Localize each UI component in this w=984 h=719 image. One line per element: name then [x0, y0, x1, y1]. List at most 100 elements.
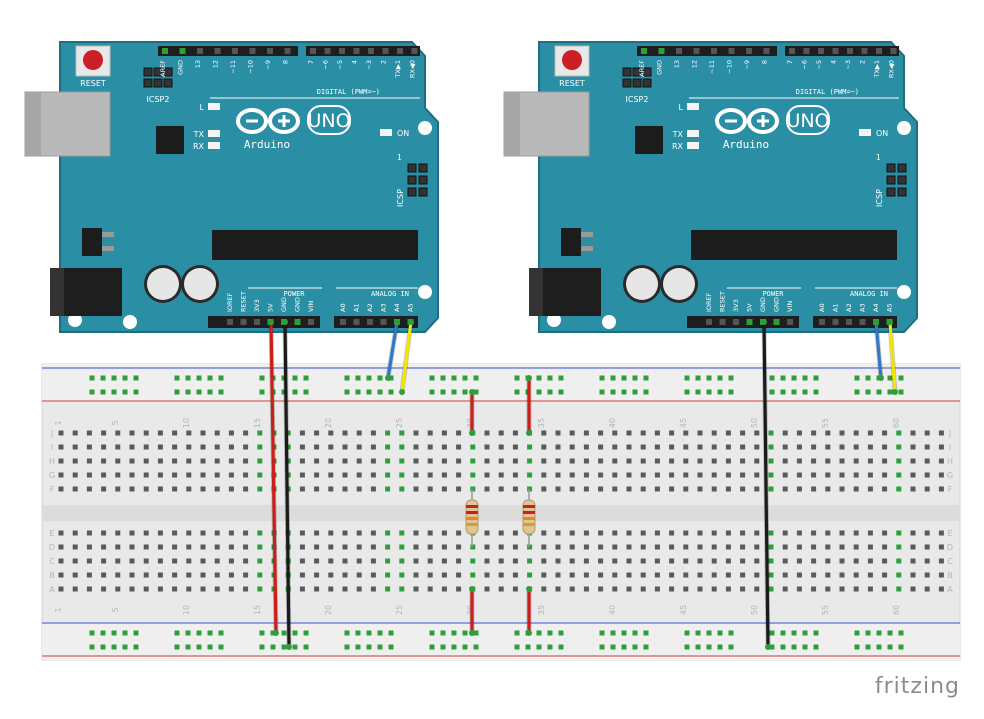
rail-hole [854, 630, 860, 636]
icsp2-pin [622, 78, 632, 88]
wire-a5-yellow-right [888, 320, 897, 394]
analog-pin-label: A4 [872, 303, 880, 312]
breadboard-hole [257, 558, 263, 564]
breadboard-hole [711, 444, 717, 450]
breadboard-hole [370, 430, 376, 436]
breadboard-hole [768, 472, 774, 478]
breadboard-hole [796, 572, 802, 578]
breadboard-hole [754, 572, 760, 578]
rail-hole [355, 644, 361, 650]
breadboard-hole [314, 486, 320, 492]
rail-hole [769, 389, 775, 395]
breadboard-hole [811, 486, 817, 492]
icsp-pin [407, 175, 417, 185]
rail-hole [185, 644, 191, 650]
breadboard-hole [853, 430, 859, 436]
breadboard-hole [598, 544, 604, 550]
digital-pin-label: ~3 [365, 60, 373, 70]
breadboard-hole [399, 544, 405, 550]
breadboard-hole [441, 558, 447, 564]
reset-button [562, 50, 582, 70]
mounting-hole [897, 121, 911, 135]
breadboard-hole [654, 458, 660, 464]
breadboard-hole [555, 530, 561, 536]
breadboard-hole [754, 558, 760, 564]
breadboard-hole [356, 530, 362, 536]
breadboard-hole [172, 530, 178, 536]
rail-hole [133, 375, 139, 381]
breadboard-hole [58, 430, 64, 436]
rail-hole [769, 375, 775, 381]
power-pin-label: GND [773, 297, 781, 312]
digital-pin-label: 4 [351, 60, 359, 64]
breadboard-hole [86, 586, 92, 592]
breadboard-hole [626, 530, 632, 536]
breadboard-hole [541, 430, 547, 436]
breadboard-hole [938, 586, 944, 592]
power-header [208, 316, 320, 328]
rail-hole [388, 644, 394, 650]
breadboard-hole [811, 444, 817, 450]
breadboard-hole [527, 458, 533, 464]
breadboard-hole [725, 430, 731, 436]
pullup-wire-1-top-end [469, 389, 475, 395]
breadboard-hole [456, 444, 462, 450]
rail-hole [111, 644, 117, 650]
breadboard-hole [811, 558, 817, 564]
breadboard-hole [839, 486, 845, 492]
rail-hole [514, 630, 520, 636]
breadboard-hole [669, 558, 675, 564]
breadboard-hole [654, 558, 660, 564]
breadboard-hole [101, 430, 107, 436]
digital-pin-label: ~3 [844, 60, 852, 70]
breadboard-hole [228, 530, 234, 536]
rail-hole [802, 644, 808, 650]
breadboard-hole [314, 586, 320, 592]
rail-hole [610, 375, 616, 381]
digital-header-1 [158, 46, 298, 56]
analog-pin-label: A1 [353, 303, 361, 312]
pullup-wire-2-bottom-end [526, 630, 532, 636]
breadboard-hole [484, 586, 490, 592]
breadboard-hole [484, 472, 490, 478]
breadboard-hole [796, 544, 802, 550]
rail-hole [791, 644, 797, 650]
breadboard-hole [853, 544, 859, 550]
breadboard-hole [839, 544, 845, 550]
icsp-pin [886, 163, 896, 173]
breadboard-hole [257, 472, 263, 478]
rail-hole [122, 389, 128, 395]
breadboard-hole [129, 430, 135, 436]
breadboard-hole [825, 458, 831, 464]
rail-hole [547, 389, 553, 395]
rail-hole [854, 644, 860, 650]
breadboard-hole [654, 530, 660, 536]
breadboard-hole [299, 572, 305, 578]
breadboard-hole [853, 458, 859, 464]
breadboard-hole [172, 444, 178, 450]
breadboard-hole [924, 458, 930, 464]
rail-hole [706, 389, 712, 395]
fritzing-logo-text: fritzing [874, 674, 960, 699]
rail-hole [440, 389, 446, 395]
breadboard-hole [399, 472, 405, 478]
breadboard-hole [370, 486, 376, 492]
breadboard-hole [569, 558, 575, 564]
breadboard-hole [129, 458, 135, 464]
column-number: 45 [679, 605, 688, 615]
breadboard-hole [725, 558, 731, 564]
breadboard-hole [101, 544, 107, 550]
analog-pin-label: A0 [818, 303, 826, 312]
breadboard-hole [243, 486, 249, 492]
breadboard-hole [470, 558, 476, 564]
breadboard-hole [342, 472, 348, 478]
breadboard-hole [938, 486, 944, 492]
breadboard-hole [370, 586, 376, 592]
column-number: 40 [608, 605, 617, 615]
analog-pin [832, 319, 839, 325]
breadboard-hole [867, 530, 873, 536]
breadboard-hole [186, 458, 192, 464]
breadboard-hole [626, 430, 632, 436]
arduino-brand-label: Arduino [723, 138, 769, 151]
power-pin [308, 319, 314, 325]
